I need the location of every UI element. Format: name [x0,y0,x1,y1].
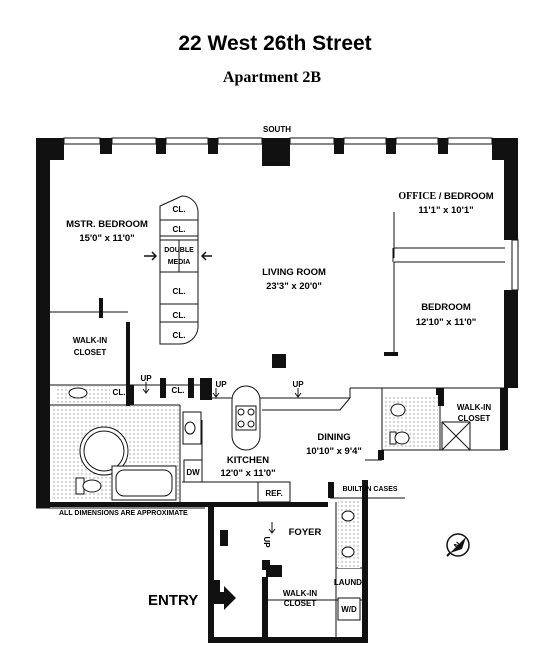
foyer-walk-in-label-2: Closet [284,599,317,608]
foyer-walk-in-label-1: Walk-In [283,589,317,598]
round-shower [79,426,129,476]
powder-room-floor [338,500,360,568]
compass-icon [446,533,470,557]
bath-closet-label: Cl. [113,388,126,397]
bedroom-walk-in-label-2: Closet [458,414,491,423]
cooktop-icon [235,405,257,431]
bath-sink [68,387,88,399]
media-arrow-left [144,251,158,261]
double-media-label-2: Media [168,259,191,266]
dimensions-disclaimer: All dimensions are approximate [59,510,188,517]
living-room-dims: 23'3" x 20'0" [266,281,322,292]
up-label-1: UP [140,374,152,383]
south-label: South [263,125,291,134]
bathtub [111,465,177,501]
apartment-subtitle: Apartment 2B [223,69,322,86]
dishwasher-label: DW [186,468,200,477]
built-in-cases-label: Built-in Cases [342,486,397,493]
living-room-name: Living Room [262,267,326,278]
washer-dryer [337,597,361,621]
bedroom-dims: 12'10" x 11'0" [416,317,477,328]
up-label-3: UP [292,380,304,389]
hall-closet-label: Cl. [172,386,185,395]
up-label-4: UP [262,536,271,548]
kitchen-name: Kitchen [227,455,269,466]
closet-column [159,195,199,345]
closet-label-3: Cl. [173,287,186,296]
master-walk-in-label-2: Closet [74,348,107,357]
exterior-walls [36,137,519,643]
dining-name: Dining [317,432,350,443]
refrigerator-label: REF. [265,489,282,498]
master-bedroom-dims: 15'0" x 11'0" [79,233,134,244]
bedroom-walk-in-label-1: Walk-In [457,403,491,412]
bedroom-name: Bedroom [421,302,471,313]
compass-letter: N [452,540,463,551]
master-bedroom-name: Mstr. Bedroom [66,219,148,230]
office-bedroom-dims: 11'1" x 10'1" [418,205,473,216]
double-media-label-1: Double [164,247,194,254]
kitchen-sink [184,421,196,435]
page-title: 22 West 26th Street [178,32,371,55]
laundry-label: Laund. [334,578,364,587]
entry-label: ENTRY [148,592,198,609]
closet-label-1: Cl. [173,205,186,214]
refrigerator [257,481,291,503]
washer-dryer-label: W/D [341,605,357,614]
closet-label-2: Cl. [173,225,186,234]
closet-label-4: Cl. [173,311,186,320]
kitchen-dims: 12'0" x 11'0" [220,468,275,479]
office-bedroom-name: OFFICE / Bedroom [398,191,493,202]
entry-arrow-icon [212,586,236,610]
foyer-name: Foyer [289,527,322,538]
dining-dims: 10'10" x 9'4" [306,446,362,457]
media-arrow-right [200,251,212,261]
master-walk-in-label-1: Walk-In [73,336,107,345]
up-label-2: UP [215,380,227,389]
closet-label-5: Cl. [173,331,186,340]
